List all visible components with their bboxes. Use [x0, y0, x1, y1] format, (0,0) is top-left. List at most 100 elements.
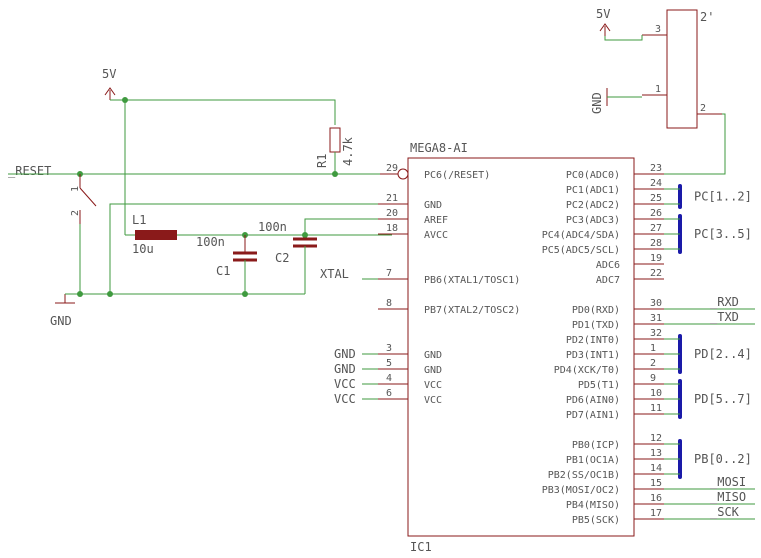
reset-inverter-bubble: [397, 168, 409, 180]
vcc-label-left: 5V: [102, 67, 116, 81]
left-pin-label: AREF: [424, 215, 448, 226]
right-pin-number: 19: [650, 253, 662, 264]
right-pin-number: 14: [650, 463, 662, 474]
right-pin-label: PC0(ADC0): [566, 170, 620, 181]
right-pin-label: PB4(MISO): [566, 500, 620, 511]
capacitor-c1: 100n C1: [196, 235, 257, 278]
left-net-label: VCC: [334, 392, 356, 406]
inductor-l1: L1 10u: [132, 213, 177, 256]
right-pin-number: 15: [650, 478, 662, 489]
right-pin-label: PB2(SS/OC1B): [548, 470, 620, 481]
ic-name: MEGA8-AI: [410, 141, 468, 155]
right-pin-number: 28: [650, 238, 662, 249]
left-pin-number: 3: [386, 343, 392, 354]
bus-label: PD[2..4]: [694, 347, 752, 361]
left-pin-label: PB7(XTAL2/TOSC2): [424, 305, 520, 316]
left-pin-number: 4: [386, 373, 392, 384]
left-pin-label: VCC: [424, 395, 442, 406]
bus-label: PB[0..2]: [694, 452, 752, 466]
ic-body: [407, 157, 635, 537]
r1-value: 4.7k: [341, 136, 355, 166]
right-pin-label: PC5(ADC5/SCL): [542, 245, 620, 256]
right-pin-number: 16: [650, 493, 662, 504]
resistor-r1: R1 4.7k: [315, 127, 355, 168]
left-pin-number: 8: [386, 298, 392, 309]
right-pin-number: 24: [650, 178, 662, 189]
xtal-net-label: XTAL: [320, 267, 349, 281]
right-pin-label: PC4(ADC4/SDA): [542, 230, 620, 241]
right-pin-label: PD1(TXD): [572, 320, 620, 331]
c2-value: 100n: [258, 220, 287, 234]
connector-header: 2' 3 1 2: [642, 9, 722, 129]
c1-name: C1: [216, 264, 230, 278]
right-pin-number: 22: [650, 268, 662, 279]
connector-pin-1: 1: [655, 84, 661, 95]
left-pin-number: 7: [386, 268, 392, 279]
vcc-symbol-left: 5V: [102, 67, 116, 100]
left-pin-label: GND: [424, 200, 442, 211]
left-pin-label: GND: [424, 350, 442, 361]
r1-name: R1: [315, 154, 329, 168]
right-pin-label: PB3(MOSI/OC2): [542, 485, 620, 496]
right-pin-label: PD5(T1): [578, 380, 620, 391]
right-pin-label: PD3(INT1): [566, 350, 620, 361]
right-pin-label: PD2(INT0): [566, 335, 620, 346]
gnd-label-bottom: GND: [50, 314, 72, 328]
left-pin-label: VCC: [424, 380, 442, 391]
right-pin-label: ADC7: [596, 275, 620, 286]
right-signal-nets: _RXD_TXD_MOSI_MISO_SCK: [664, 295, 755, 520]
ic-ref: IC1: [410, 540, 432, 554]
right-pin-label: PB5(SCK): [572, 515, 620, 526]
r1-body: [329, 127, 341, 153]
right-pin-label: PB1(OC1A): [566, 455, 620, 466]
right-pin-label: PD6(AIN0): [566, 395, 620, 406]
left-pin-label: GND: [424, 365, 442, 376]
right-pin-number: 10: [650, 388, 662, 399]
ic-left-pins: 29PC6(/RESET)21GND20AREF18AVCC7PB6(XTAL1…: [378, 163, 520, 406]
ic-mega8: MEGA8-AI IC1: [397, 141, 635, 554]
right-pin-label: ADC6: [596, 260, 620, 271]
signal-net-label: _TXD: [710, 310, 739, 324]
right-pin-number: 31: [650, 313, 662, 324]
connector-name: 2': [700, 10, 714, 24]
left-net-label: GND: [334, 362, 356, 376]
switch-pin-2: 2: [70, 210, 81, 216]
right-pin-label: PD7(AIN1): [566, 410, 620, 421]
right-pin-number: 23: [650, 163, 662, 174]
connector-body: [666, 9, 698, 129]
left-pin-label: PC6(/RESET): [424, 170, 490, 181]
gnd-symbol-bottom: GND: [50, 294, 75, 328]
reset-net-label: _RESET: [8, 164, 51, 178]
right-pin-number: 25: [650, 193, 662, 204]
right-pin-number: 9: [650, 373, 656, 384]
gnd-symbol-top: GND: [590, 88, 608, 114]
left-pin-number: 6: [386, 388, 392, 399]
right-pin-number: 13: [650, 448, 662, 459]
right-pin-label: PC1(ADC1): [566, 185, 620, 196]
capacitor-c2: 100n C2: [258, 220, 317, 265]
right-pin-number: 27: [650, 223, 662, 234]
bus-lines: PC[1..2]PC[3..5]PD[2..4]PD[5..7]PB[0..2]: [664, 184, 752, 479]
right-pin-number: 11: [650, 403, 662, 414]
right-pin-label: PB0(ICP): [572, 440, 620, 451]
right-pin-label: PD4(XCK/T0): [554, 365, 620, 376]
signal-net-label: _SCK: [710, 505, 740, 519]
l1-name: L1: [132, 213, 146, 227]
signal-net-label: _MOSI: [710, 475, 746, 489]
left-pin-number: 21: [386, 193, 398, 204]
right-pin-number: 12: [650, 433, 662, 444]
vcc-symbol-top: 5V: [596, 7, 610, 36]
right-pin-number: 2: [650, 358, 656, 369]
left-pin-label: PB6(XTAL1/TOSC1): [424, 275, 520, 286]
c1-value: 100n: [196, 235, 225, 249]
right-pin-number: 17: [650, 508, 662, 519]
bus-label: PC[3..5]: [694, 227, 752, 241]
right-pin-number: 26: [650, 208, 662, 219]
left-net-label: GND: [334, 347, 356, 361]
right-pin-number: 32: [650, 328, 662, 339]
connector-pin-2: 2: [700, 103, 706, 114]
left-pin-number: 5: [386, 358, 392, 369]
connector-pin-3: 3: [655, 24, 661, 35]
vcc-label-top: 5V: [596, 7, 610, 21]
